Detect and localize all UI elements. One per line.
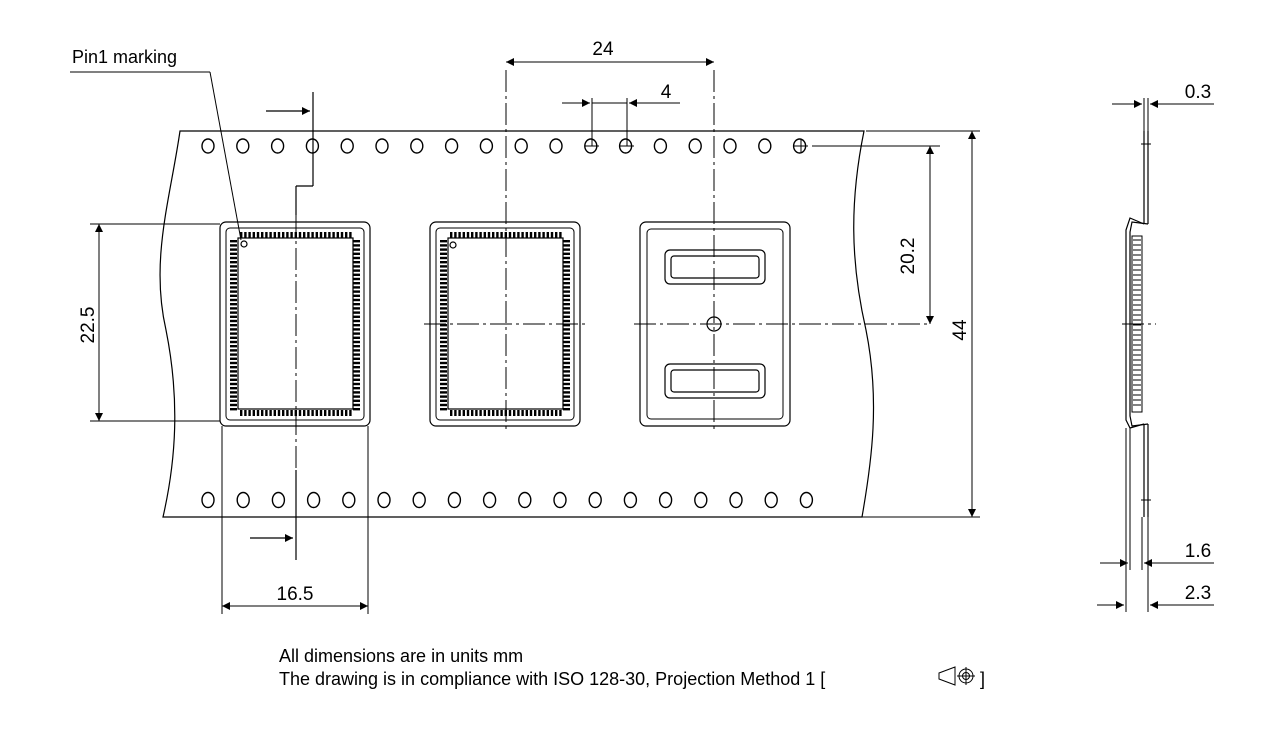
- pin1-marker: [240, 240, 248, 248]
- dimension-total-depth-label: 2.3: [1185, 583, 1211, 604]
- sprocket-hole: [694, 491, 708, 509]
- dimension-pocket-depth-label: 1.6: [1185, 541, 1211, 562]
- sprocket-hole: [236, 138, 250, 154]
- sprocket-hole: [518, 491, 532, 509]
- sprocket-hole: [410, 138, 424, 154]
- sprocket-hole: [549, 138, 563, 154]
- sprocket-hole: [479, 138, 494, 154]
- sprocket-hole: [377, 491, 391, 509]
- dimension-pitch: 24: [506, 39, 714, 66]
- dimension-package-width: 16.5: [221, 426, 369, 614]
- dimension-hole-pitch-label: 4: [661, 82, 672, 103]
- dimension-package-height: 22.5: [78, 223, 220, 422]
- dimension-pitch-label: 24: [592, 39, 614, 60]
- sprocket-hole: [553, 491, 567, 509]
- sprocket-hole: [653, 138, 668, 154]
- sprocket-hole: [375, 138, 389, 154]
- sprocket-hole: [764, 491, 778, 509]
- sprocket-hole: [799, 491, 814, 509]
- sprocket-hole: [306, 491, 321, 509]
- dimension-pocket-depth: 1.6: [1100, 428, 1214, 570]
- units-note: All dimensions are in units mm: [279, 646, 523, 666]
- sprocket-hole: [447, 491, 462, 509]
- sprocket-holes-top: [201, 138, 807, 154]
- section-marker: [250, 92, 314, 560]
- sprocket-hole: [201, 138, 215, 154]
- sprocket-hole: [342, 491, 356, 509]
- dimension-thickness: 0.3: [1112, 82, 1214, 131]
- pin1-marker-2: [449, 241, 457, 249]
- pocket-1: [219, 221, 371, 427]
- dimension-tape-width-label: 44: [950, 319, 971, 341]
- component-leads-2: [440, 232, 570, 416]
- projection-method-symbol: ]: [938, 666, 985, 689]
- dimension-offset-label: 20.2: [898, 238, 919, 275]
- centerlines: [295, 70, 930, 470]
- compliance-note: The drawing is in compliance with ISO 12…: [279, 669, 825, 689]
- sprocket-hole: [444, 138, 459, 154]
- sprocket-hole: [758, 138, 772, 154]
- dimension-offset: 20.2: [812, 145, 940, 324]
- sprocket-holes-bottom: [201, 491, 814, 509]
- pin1-leader: [70, 71, 242, 241]
- sprocket-hole: [271, 491, 286, 509]
- pin1-marking-label: Pin1 marking: [72, 47, 177, 67]
- component-leads-1: [230, 232, 360, 416]
- dimension-total-depth: 2.3: [1097, 428, 1214, 612]
- svg-text:]: ]: [980, 669, 985, 689]
- side-view: [1122, 131, 1156, 517]
- sprocket-hole: [201, 491, 215, 509]
- sprocket-hole: [623, 491, 638, 509]
- dimension-package-height-label: 22.5: [78, 307, 99, 344]
- sprocket-hole: [588, 491, 602, 509]
- sprocket-hole: [723, 138, 737, 154]
- sprocket-hole: [688, 138, 702, 154]
- sprocket-hole: [514, 138, 528, 154]
- dimension-hole-pitch: 4: [562, 82, 680, 146]
- dimension-package-width-label: 16.5: [277, 584, 314, 605]
- sprocket-hole: [658, 491, 673, 509]
- sprocket-hole: [236, 491, 250, 509]
- sprocket-hole: [270, 138, 285, 154]
- side-view-leads: [1133, 239, 1141, 406]
- dimension-thickness-label: 0.3: [1185, 82, 1211, 103]
- dimension-tape-width: 44: [862, 130, 980, 518]
- sprocket-hole: [412, 491, 426, 509]
- sprocket-hole: [482, 491, 497, 509]
- sprocket-hole: [729, 491, 743, 509]
- sprocket-hole: [340, 138, 354, 154]
